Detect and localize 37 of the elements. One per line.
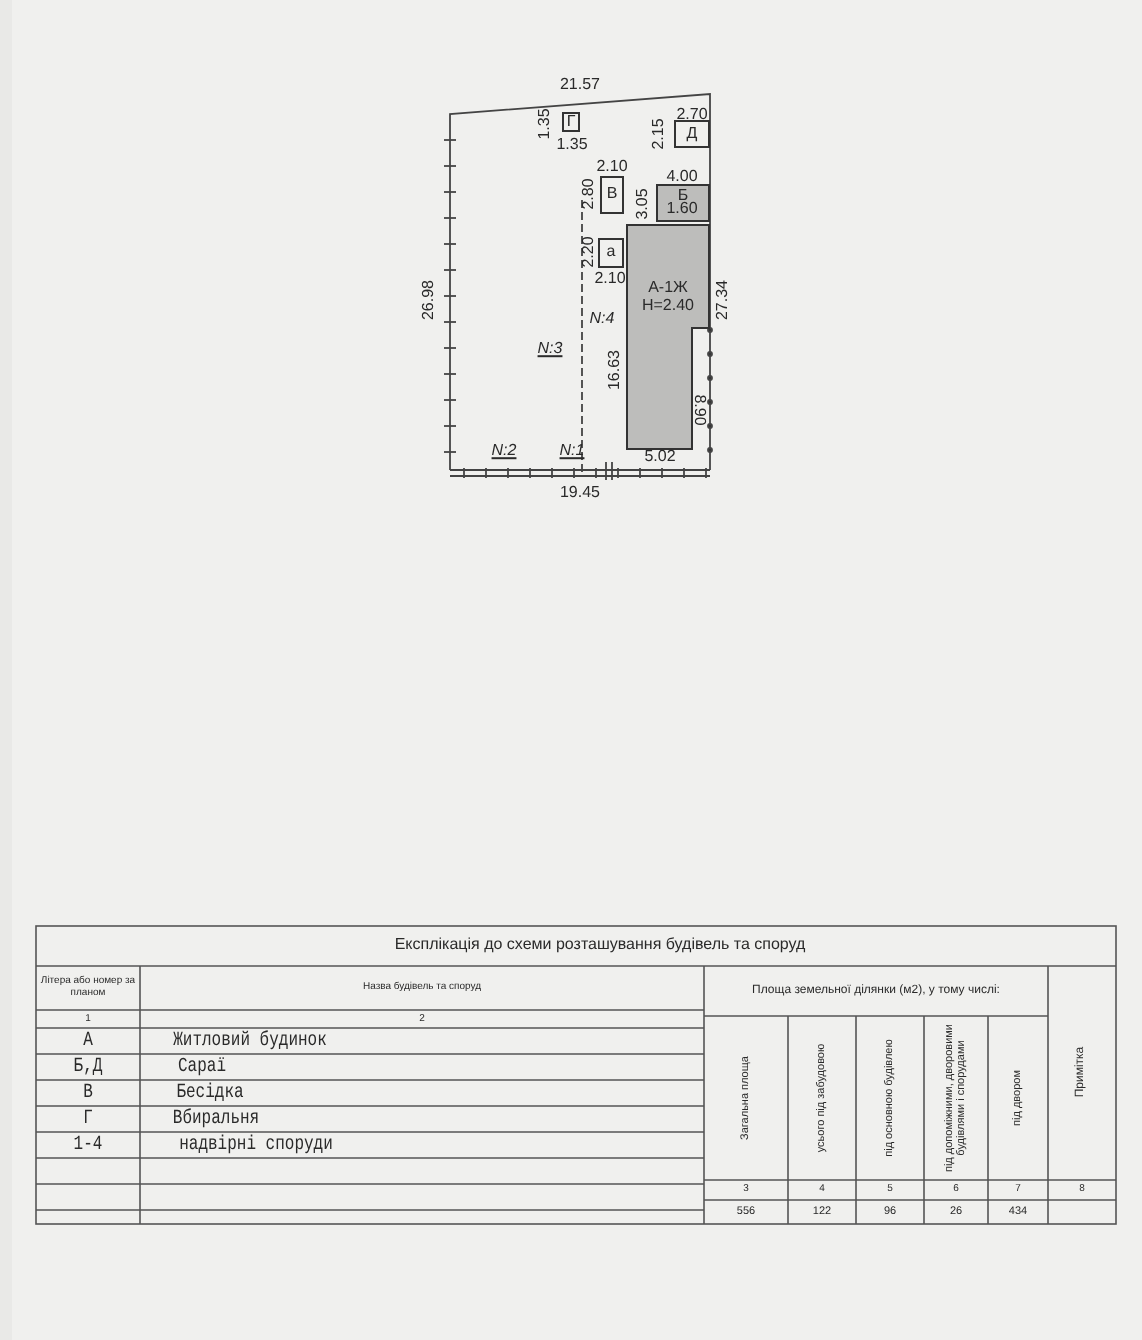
table-title: Експлікація до схеми розташування будівель та споруд — [394, 937, 806, 955]
dimension-label: 2.10 — [596, 159, 628, 177]
dimension-label: 21.57 — [559, 77, 601, 95]
item-code: 1-4 — [73, 1134, 103, 1156]
item-code: Г — [83, 1108, 93, 1130]
outbuilding-outline: Г — [562, 112, 580, 132]
dimension-label: 19.45 — [559, 485, 601, 503]
outbuilding-outline: а — [598, 238, 624, 268]
building-name: надвірні споруди — [179, 1134, 333, 1156]
dimension-label: 26.98 — [421, 279, 439, 321]
site-marker-label: N:4 — [589, 311, 615, 329]
building-name: Вбиральня — [172, 1108, 260, 1130]
outbuilding-outline: В — [600, 176, 624, 214]
site-marker-label: N:2 — [491, 443, 517, 461]
dimension-label: 5.02 — [644, 449, 676, 467]
site-marker-label: N:3 — [537, 341, 563, 359]
dimension-label: 16.63 — [607, 349, 625, 391]
dimension-label: 8.90 — [689, 394, 707, 426]
dimension-label: 1.35 — [556, 137, 588, 155]
dimension-label: 27.34 — [715, 279, 733, 321]
dimension-label: 2.70 — [676, 107, 708, 125]
dimension-label: 4.00 — [666, 169, 698, 187]
building-name: Житловий будинок — [173, 1030, 327, 1052]
dimension-label: 2.10 — [594, 271, 626, 289]
item-code: Б,Д — [73, 1056, 103, 1078]
dimension-label: 3.05 — [635, 188, 653, 220]
dimension-label: 2.20 — [581, 236, 599, 268]
building-name: Сараї — [178, 1056, 226, 1078]
site-marker-label: N:1 — [559, 443, 585, 461]
item-code: А — [83, 1030, 93, 1052]
item-code: В — [83, 1082, 93, 1104]
outbuilding-outline: Д — [674, 120, 710, 148]
dimension-label: 1.60 — [666, 201, 698, 219]
building-name: Бесідка — [176, 1082, 244, 1104]
dimension-label: 1.35 — [537, 108, 555, 140]
dimension-label: 2.15 — [651, 118, 669, 150]
dimension-label: 2.80 — [581, 178, 599, 210]
